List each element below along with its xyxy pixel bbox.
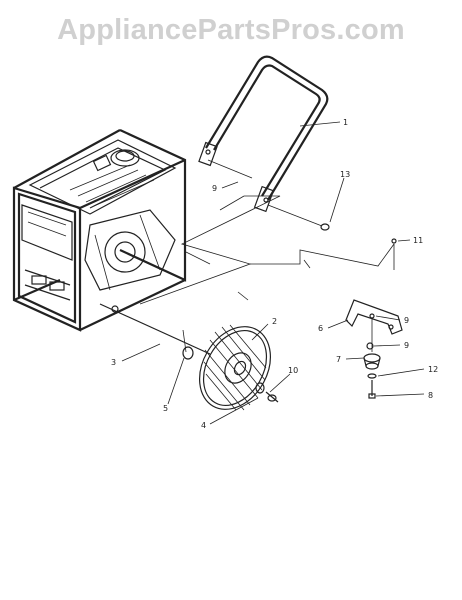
generator-assembly xyxy=(12,129,187,332)
callout-9-lower: 9 xyxy=(404,341,409,350)
callout-5: 5 xyxy=(163,404,168,413)
foot-bracket-assembly xyxy=(345,238,403,399)
callout-11: 11 xyxy=(413,236,423,245)
callout-1: 1 xyxy=(343,118,348,127)
watermark-text: AppliancePartsPros.com xyxy=(57,14,405,46)
callout-leaders xyxy=(121,121,425,425)
callout-3: 3 xyxy=(111,358,116,367)
callout-10: 10 xyxy=(288,366,298,375)
callout-6: 6 xyxy=(318,324,323,333)
callout-9-handle: 9 xyxy=(212,184,217,193)
handle-part-1 xyxy=(198,55,329,213)
callout-12: 12 xyxy=(428,365,438,374)
callout-2: 2 xyxy=(272,317,277,326)
callout-8: 8 xyxy=(428,391,433,400)
wheel-part-2 xyxy=(199,324,279,411)
callout-13: 13 xyxy=(340,170,350,179)
callout-4: 4 xyxy=(201,421,206,430)
callout-7: 7 xyxy=(336,355,341,364)
assembly-lines xyxy=(99,159,395,360)
callout-9-upper: 9 xyxy=(404,316,409,325)
